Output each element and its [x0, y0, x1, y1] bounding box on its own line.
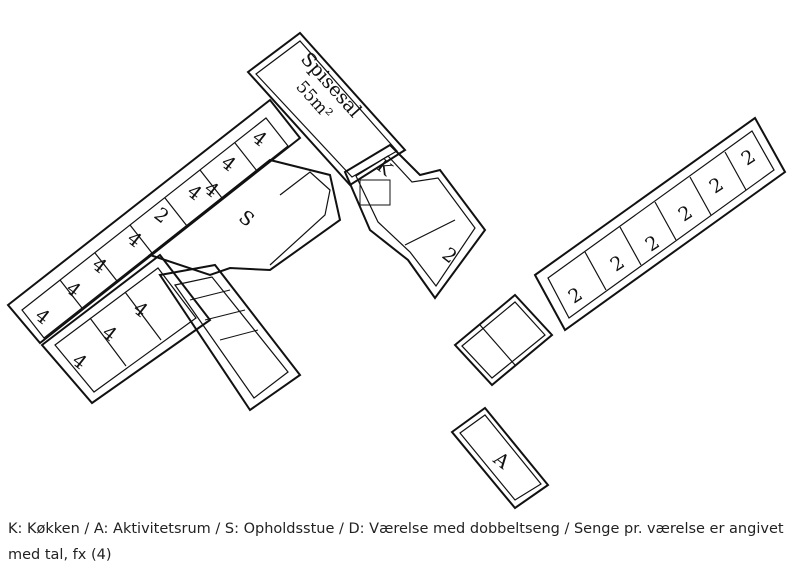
living-room-label: S [234, 206, 258, 231]
south-wing [158, 263, 302, 412]
east-wing-room-numbers: 2 2 2 2 2 2 [564, 145, 759, 308]
west-wing [6, 98, 302, 345]
west-wing-room-numbers: 4 4 4 4 2 4 4 4 4 [31, 126, 271, 329]
room-number: 2 [438, 243, 461, 268]
dining-hall-label: Spisesal 55m² [291, 48, 365, 124]
room-number: 4 [123, 227, 146, 252]
room-number: 4 [68, 349, 91, 374]
room-number: 4 [88, 253, 111, 278]
room-number: 2 [737, 145, 759, 170]
floor-plan: Spisesal 55m² K S A 4 4 4 4 2 4 4 4 4 4 … [6, 31, 787, 510]
room-number: 4 [62, 277, 85, 302]
room-number: 4 [217, 151, 240, 176]
activity-room-label: A [488, 447, 513, 474]
legend-caption: K: Køkken / A: Aktivitetsrum / S: Ophold… [8, 521, 784, 563]
south-west-wing [40, 253, 212, 405]
activity-room-building [450, 406, 550, 510]
living-room-area [147, 158, 342, 277]
room-number: 2 [674, 201, 696, 226]
room-number: 2 [705, 173, 727, 198]
room-number: 4 [98, 321, 121, 346]
east-wing [533, 116, 787, 332]
detached-pavilion [453, 293, 554, 387]
room-number: 2 [564, 283, 586, 308]
kitchen-label: K [372, 156, 396, 181]
kitchen-wing [343, 143, 487, 300]
room-number: 2 [606, 251, 628, 276]
